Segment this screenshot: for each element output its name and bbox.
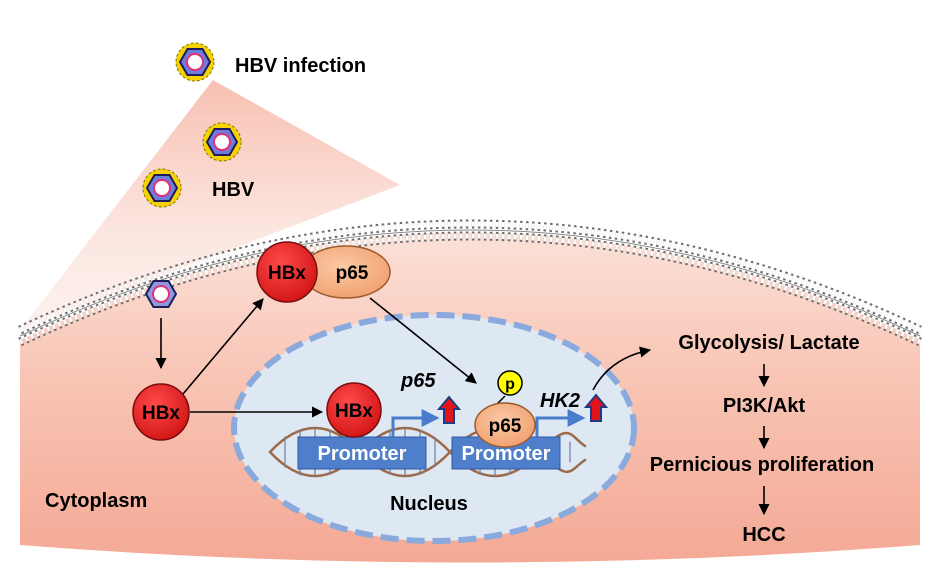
nucleus <box>231 312 637 544</box>
p65-complex-label: p65 <box>336 263 369 284</box>
hbv-capsid-icon <box>144 280 178 308</box>
promoter-label-1: Promoter <box>318 443 407 465</box>
arrow-hbx-to-complex <box>182 298 264 395</box>
promoter-label-2: Promoter <box>462 443 551 465</box>
hbx-nucleus-label: HBx <box>335 401 373 422</box>
hbx-cytoplasm-label: HBx <box>142 403 180 424</box>
pathway-step-glycolysis: Glycolysis/ Lactate <box>678 332 859 354</box>
p65-nucleus-node <box>474 402 536 448</box>
hbx-nucleus-node <box>326 382 382 438</box>
hbv-label: HBV <box>212 179 255 201</box>
transcription-arrow-hk2 <box>535 409 586 437</box>
hbv-virion-icon <box>175 42 215 82</box>
phospho-badge <box>497 370 523 396</box>
hbx-cytoplasm-node <box>132 383 190 441</box>
up-arrow-icon <box>583 393 609 422</box>
hk2-gene-label: HK2 <box>540 390 580 412</box>
p65-nucleus-label: p65 <box>489 416 522 437</box>
pathway-step-pi3k: PI3K/Akt <box>723 395 806 417</box>
pathway-step-hcc: HCC <box>742 524 785 546</box>
p65-gene-label: p65 <box>400 370 436 392</box>
transcription-arrow-p65 <box>391 409 440 437</box>
nucleus-label: Nucleus <box>390 493 468 515</box>
up-arrow-icon <box>436 395 462 424</box>
hbv-virion-icon <box>142 168 182 208</box>
pathway-step-proliferation: Pernicious proliferation <box>650 454 874 476</box>
infection-cone <box>20 80 400 330</box>
hbx-complex-label: HBx <box>268 263 306 284</box>
promoter-box-1 <box>297 436 427 470</box>
arrow-complex-to-p65 <box>369 297 477 384</box>
hbv-infection-label: HBV infection <box>235 55 366 77</box>
hbv-virion-icon <box>202 122 242 162</box>
phospho-badge-label: p <box>505 376 515 393</box>
arrow-hk2-to-glycolysis <box>592 346 652 391</box>
hbx-complex-node <box>256 241 318 303</box>
cytoplasm-label: Cytoplasm <box>45 490 147 512</box>
